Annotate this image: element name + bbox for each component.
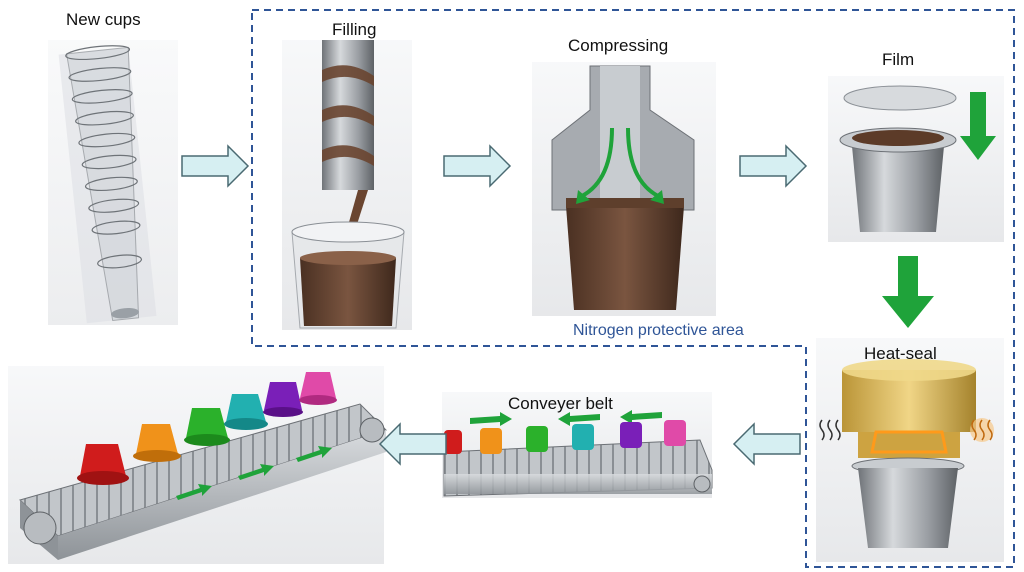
- label-nitrogen-protective-area: Nitrogen protective area: [573, 322, 744, 339]
- filling-station: [282, 40, 412, 330]
- compressing-station: [532, 62, 716, 316]
- flow-arrow-icon: [378, 422, 447, 466]
- nitrogen-protective-area-border: [251, 9, 1015, 568]
- label-filling: Filling: [332, 20, 377, 39]
- label-compressing: Compressing: [568, 36, 669, 55]
- film-station: [828, 76, 1004, 242]
- conveyer-belt-small: [442, 392, 713, 498]
- green-down-arrow-icon: [960, 92, 996, 160]
- capsule-icon: [444, 420, 686, 454]
- heat-wave-icon: [970, 418, 994, 442]
- capsule-icon: [77, 372, 337, 485]
- conveyer-belt-large: [8, 366, 387, 564]
- flow-arrow-icon: [739, 144, 808, 188]
- green-right-arrow-icon: [176, 446, 332, 500]
- flow-arrow-icon: [181, 144, 250, 188]
- heat-seal-station: [816, 338, 1004, 562]
- label-heat-seal: Heat-seal: [864, 344, 937, 363]
- label-film: Film: [882, 50, 915, 69]
- label-conveyer-belt: Conveyer belt: [508, 394, 613, 413]
- flow-arrow-icon: [443, 144, 512, 188]
- new-cups-stack: [48, 40, 178, 325]
- green-left-arrow-icon: [470, 410, 662, 426]
- label-new-cups: New cups: [66, 10, 141, 29]
- green-down-arrow-icon: [882, 256, 934, 328]
- flow-arrow-icon: [732, 422, 801, 466]
- heat-wave-icon: [819, 419, 841, 441]
